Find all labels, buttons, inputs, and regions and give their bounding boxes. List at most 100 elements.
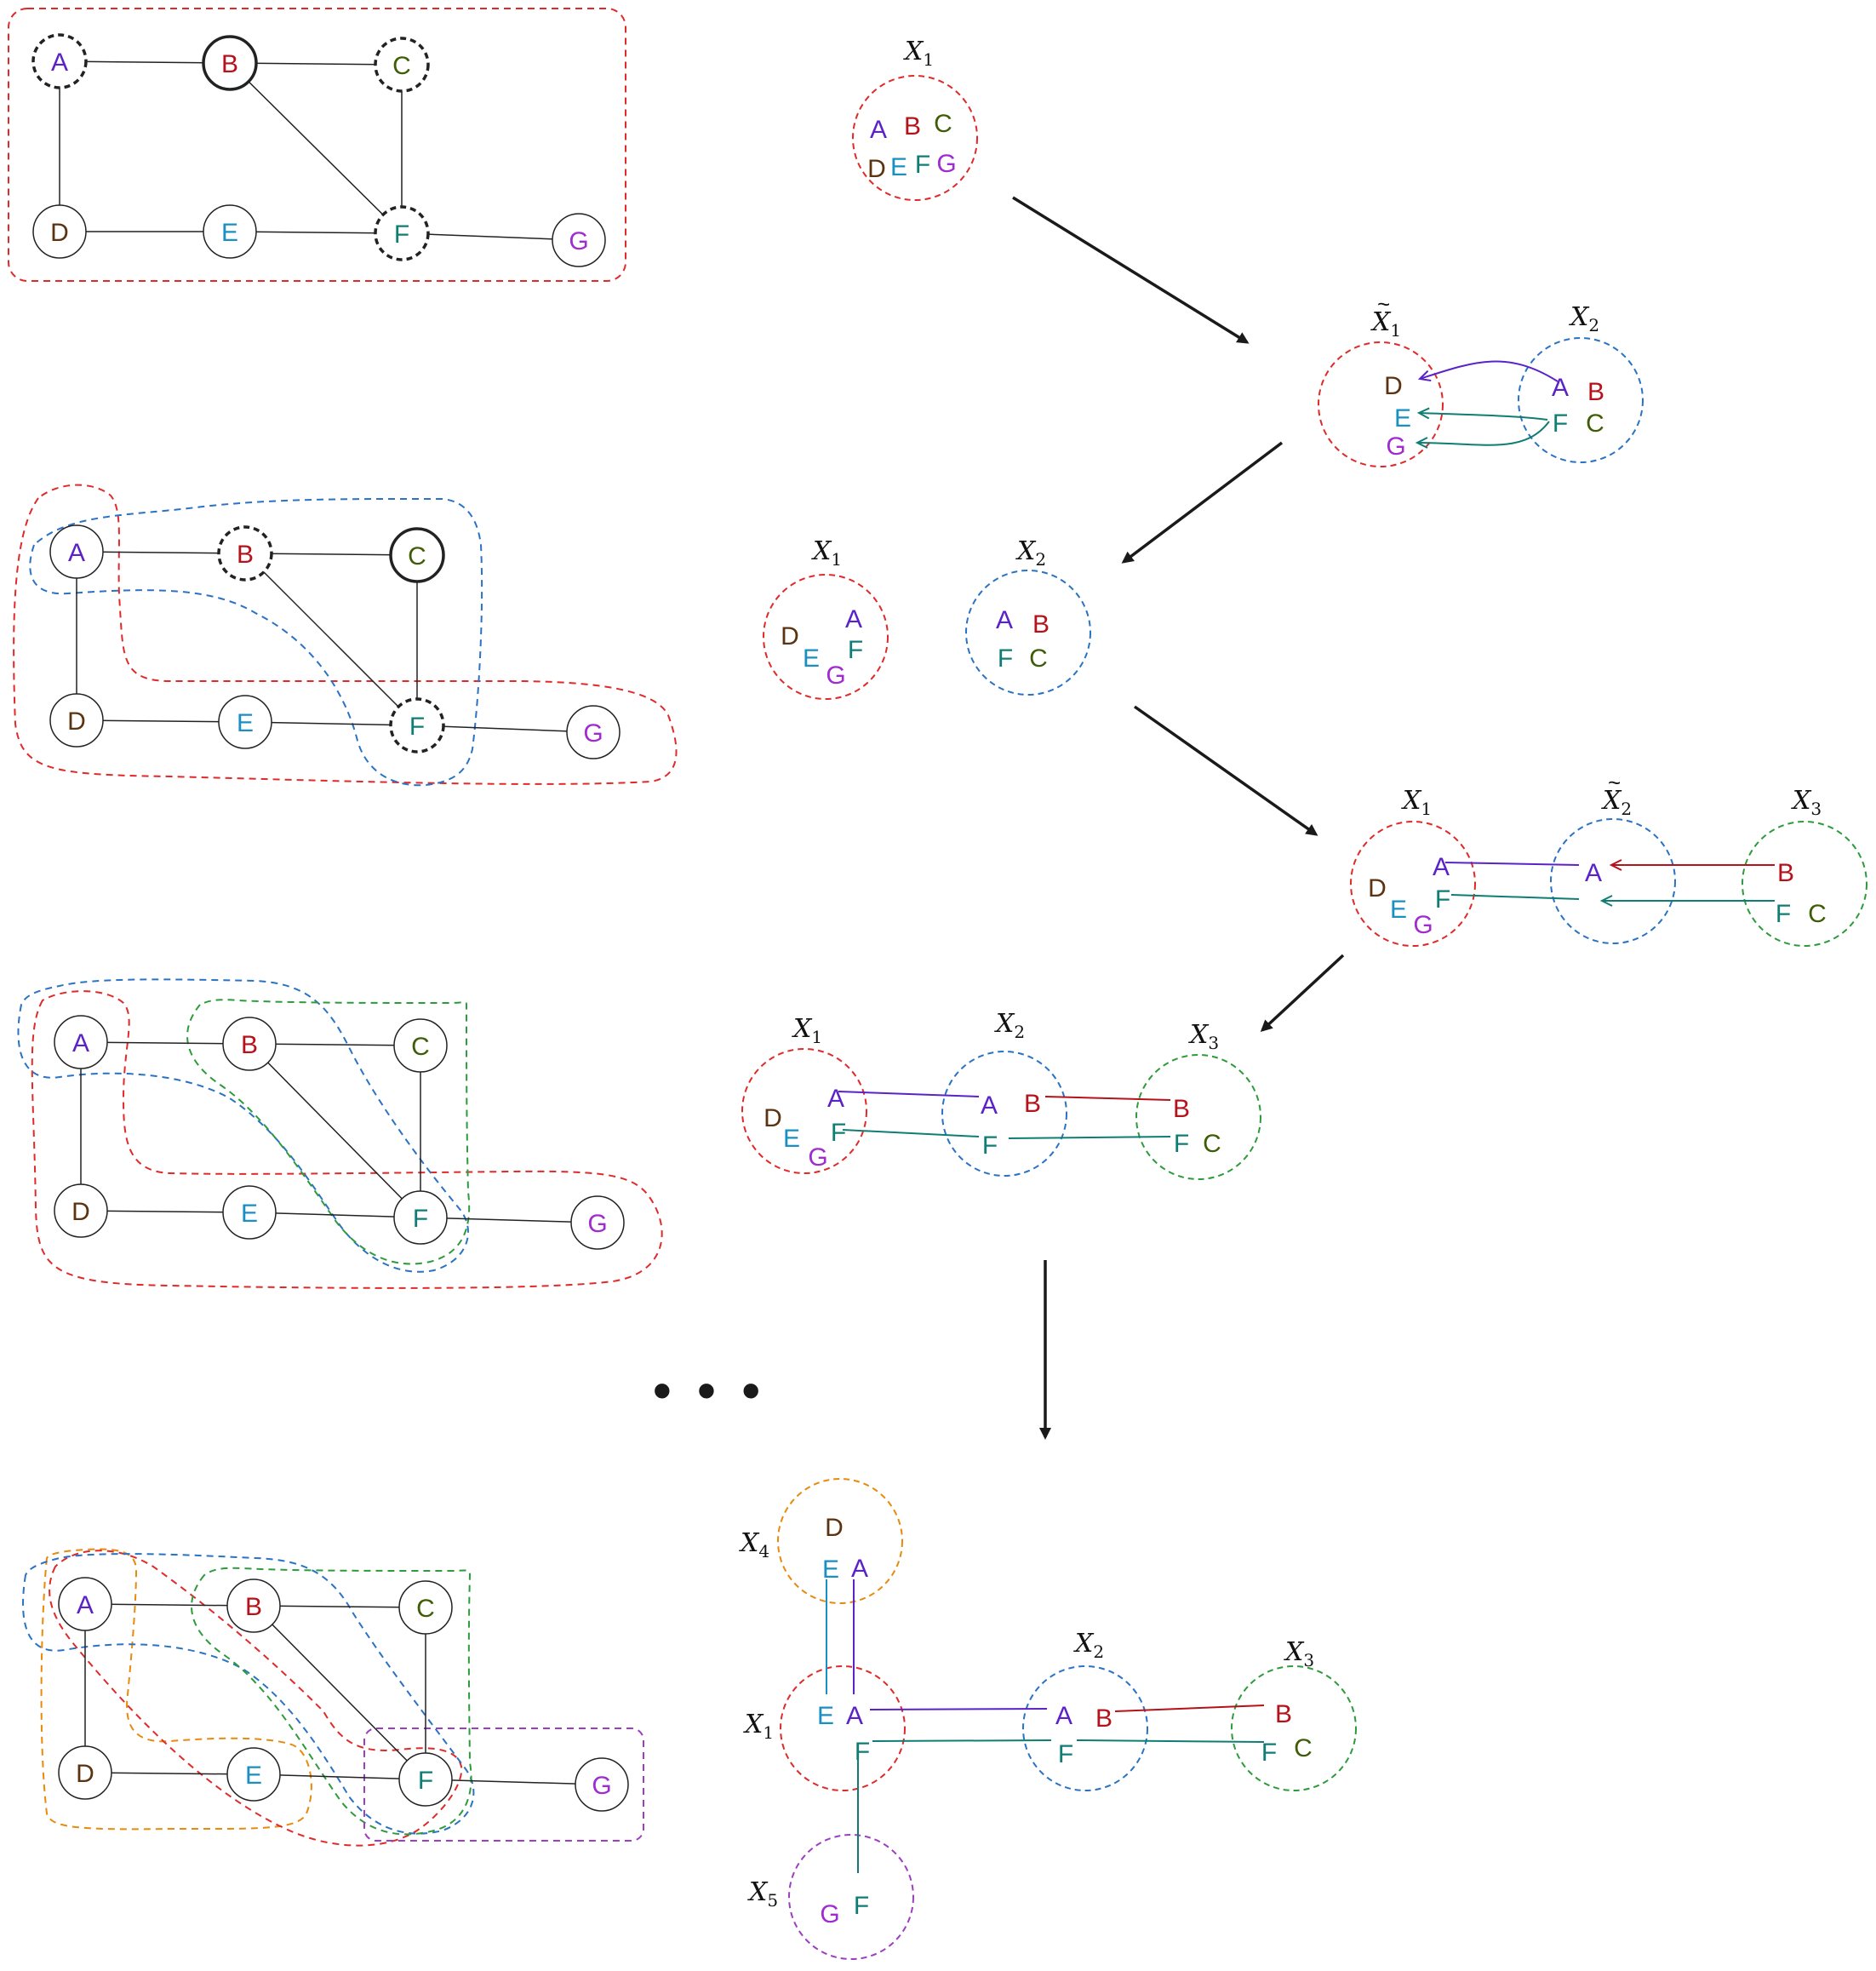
graph-edges-3 (80, 1041, 598, 1223)
graph-node-c-p1 (374, 37, 430, 93)
graph-node-label-b-p1: B (221, 50, 238, 78)
cluster-x1-stage6 (780, 1665, 906, 1791)
region-blue-3 (22, 1553, 475, 1835)
cluster-letter-e: E (1390, 896, 1407, 924)
cluster-letter-g: G (936, 150, 956, 178)
cluster-stage-2 (1318, 337, 1644, 467)
cluster-stage-3 (763, 570, 1091, 700)
cluster-label-x4: X4 (739, 1528, 769, 1561)
cluster-letter-f: F (915, 151, 930, 179)
cluster-label-x1: X1 (1401, 786, 1432, 819)
graph-node-b-p3 (222, 1017, 277, 1071)
cluster-label-x1: X1 (792, 1014, 822, 1047)
graph-node-label-c-p3: C (411, 1033, 430, 1061)
cluster-letter-c: C (1029, 645, 1048, 673)
cluster-letter-d: D (764, 1104, 782, 1132)
cluster-label-x3: X3 (1284, 1637, 1314, 1670)
cluster-letter-f: F (982, 1132, 998, 1160)
region-red-1 (13, 484, 678, 785)
cluster-letter-f: F (1776, 900, 1791, 928)
cluster-x3-stage5 (1135, 1054, 1261, 1180)
cluster-label-x1-tilde: X1 (1370, 307, 1401, 341)
graph-node-g-p4 (575, 1757, 629, 1812)
cluster-letter-a: A (1433, 853, 1450, 881)
graph-edges-2 (76, 551, 594, 733)
cluster-letter-d: D (781, 622, 799, 650)
graph-node-e-p1 (203, 204, 257, 259)
cluster-letter-c: C (1586, 410, 1604, 438)
graph-node-label-e-p4: E (245, 1762, 262, 1790)
graph-node-c-p3 (393, 1018, 448, 1073)
region-orange-3 (40, 1548, 312, 1831)
cluster-label-x3: X3 (1188, 1020, 1219, 1053)
region-blue-1 (29, 497, 483, 787)
link-a-to-d (1420, 360, 1559, 382)
cluster-label-tilde: ~ (1608, 770, 1621, 795)
link-f-x1-x2-s6 (872, 1739, 1052, 1742)
cluster-letter-a: A (851, 1555, 868, 1583)
cluster-letter-b: B (1587, 378, 1604, 406)
cluster-x2-stage5 (941, 1051, 1067, 1177)
graph-node-label-e-p2: E (237, 709, 254, 737)
graph-node-g-p1 (552, 213, 606, 267)
graph-node-f-p1 (374, 205, 430, 261)
cluster-x4-stage6 (777, 1478, 903, 1604)
link-f-x1-x2 (1450, 894, 1580, 900)
cluster-label-tilde: ~ (1377, 291, 1390, 317)
graph-node-label-d-p1: D (50, 219, 69, 247)
cluster-letter-c: C (1203, 1130, 1221, 1158)
cluster-letter-b: B (1024, 1090, 1041, 1118)
cluster-letter-b: B (1173, 1095, 1190, 1123)
link-f-x2-x3-s5 (1008, 1136, 1171, 1139)
link-a-x1-x2-s5 (838, 1091, 980, 1097)
cluster-letter-b: B (904, 112, 921, 140)
arrow-step-4 (1260, 954, 1345, 1033)
cluster-label-x3: X3 (1791, 786, 1822, 819)
link-a-x1-x2-s6 (869, 1708, 1048, 1710)
graph-node-label-f-p1: F (394, 221, 409, 249)
cluster-label-x1: X1 (903, 37, 934, 70)
graph-node-d-p1 (32, 204, 87, 259)
cluster-label-x1: X1 (811, 536, 842, 570)
cluster-letter-g: G (1386, 433, 1405, 461)
link-f-to-e (1419, 413, 1548, 421)
cluster-letter-c: C (1294, 1734, 1313, 1762)
arrow-step-2 (1121, 441, 1284, 564)
graph-node-a-p4 (58, 1577, 112, 1631)
region-green-3 (191, 1567, 472, 1836)
graph-node-e-p3 (222, 1185, 277, 1240)
graph-node-f-p3 (393, 1190, 448, 1245)
graph-node-f-p2 (389, 697, 445, 753)
cluster-letter-e: E (1394, 404, 1411, 433)
cluster-letter-c: C (1808, 900, 1827, 928)
arrow-step-1 (1012, 196, 1250, 344)
graph-node-label-c-p4: C (416, 1595, 435, 1623)
cluster-letter-f: F (1553, 410, 1568, 438)
cluster-letter-e: E (890, 153, 907, 181)
cluster-letter-g: G (1413, 911, 1433, 939)
graph-node-label-b-p3: B (241, 1031, 258, 1059)
cluster-letter-b: B (1275, 1700, 1292, 1728)
cluster-letter-f: F (1058, 1740, 1073, 1768)
cluster-x1-stage4 (1350, 821, 1476, 947)
link-b-x2-x3-s5 (1044, 1096, 1171, 1101)
region-red-2 (31, 990, 663, 1289)
cluster-letter-g: G (820, 1900, 839, 1928)
cluster-letter-e: E (822, 1556, 839, 1584)
cluster-x2-stage3 (965, 570, 1091, 696)
cluster-letter-f: F (1261, 1739, 1277, 1767)
graph-node-b-p4 (226, 1579, 281, 1633)
graph-node-label-g-p3: G (587, 1210, 607, 1238)
graph-node-label-g-p4: G (592, 1772, 611, 1800)
cluster-letter-b: B (1095, 1705, 1112, 1733)
graph-node-label-e-p1: E (221, 219, 238, 247)
cluster-x1-stage3 (763, 574, 889, 700)
cluster-letter-f: F (855, 1738, 870, 1766)
